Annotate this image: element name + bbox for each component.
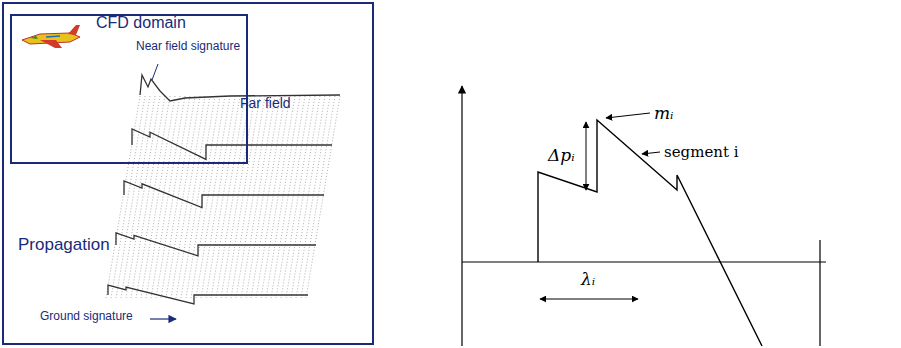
ray [271,96,305,298]
ray [211,96,245,298]
ray [181,96,215,298]
signature-curve [116,233,316,256]
ray [221,96,255,298]
lambda-arrow [540,299,638,300]
ray [216,96,250,298]
segment-arrow [642,152,660,154]
ray [261,96,295,298]
leader-line [152,64,158,80]
node-label: Near field signature [136,40,240,53]
math-label: Δpᵢ [548,146,575,165]
ray [106,96,140,298]
ray [251,96,285,298]
ray [176,96,210,298]
signature-curve [132,129,332,159]
dp-arrow [586,122,587,190]
math-label: λᵢ [581,270,595,289]
ray [166,96,200,298]
ray [136,96,170,298]
propagation-rays [106,96,340,298]
ray [201,96,235,298]
ray [256,96,290,298]
m-arrow [606,113,650,118]
ray [131,96,165,298]
ray [121,96,155,298]
node-label: Propagation [18,236,110,255]
ray [306,96,340,298]
ray [196,96,230,298]
x-axis [462,261,826,262]
ray [266,96,300,298]
pressure-signatures [108,75,340,304]
node-label: CFD domain [96,14,186,32]
math-label: mᵢ [654,104,674,123]
node-label: Far field [240,96,291,111]
leader-arrow [150,318,176,319]
math-label: segment i [664,144,739,161]
domain-box: CFD domainNear field signature [10,14,248,164]
signature-curve [108,285,308,304]
end-marker [819,240,820,346]
ray [301,96,335,298]
ray [226,96,260,298]
y-axis [461,86,462,346]
ray [191,96,225,298]
ray [151,96,185,298]
ray [286,96,320,298]
ray [246,96,280,298]
ray [156,96,190,298]
ray [231,96,265,298]
ray [291,96,325,298]
ray [126,96,160,298]
aircraft [22,25,80,48]
ray [111,96,145,298]
ray [161,96,195,298]
node-label: Ground signature [40,310,133,323]
ray [141,96,175,298]
panel-frame: CFD domainNear field signatureFar fieldP… [2,2,374,345]
ray [116,96,150,298]
signature-segments [538,120,762,346]
signature-curve [124,181,324,208]
ray [186,96,220,298]
ray [281,96,315,298]
ray [206,96,240,298]
ray [276,96,310,298]
ray [236,96,270,298]
ray [296,96,330,298]
